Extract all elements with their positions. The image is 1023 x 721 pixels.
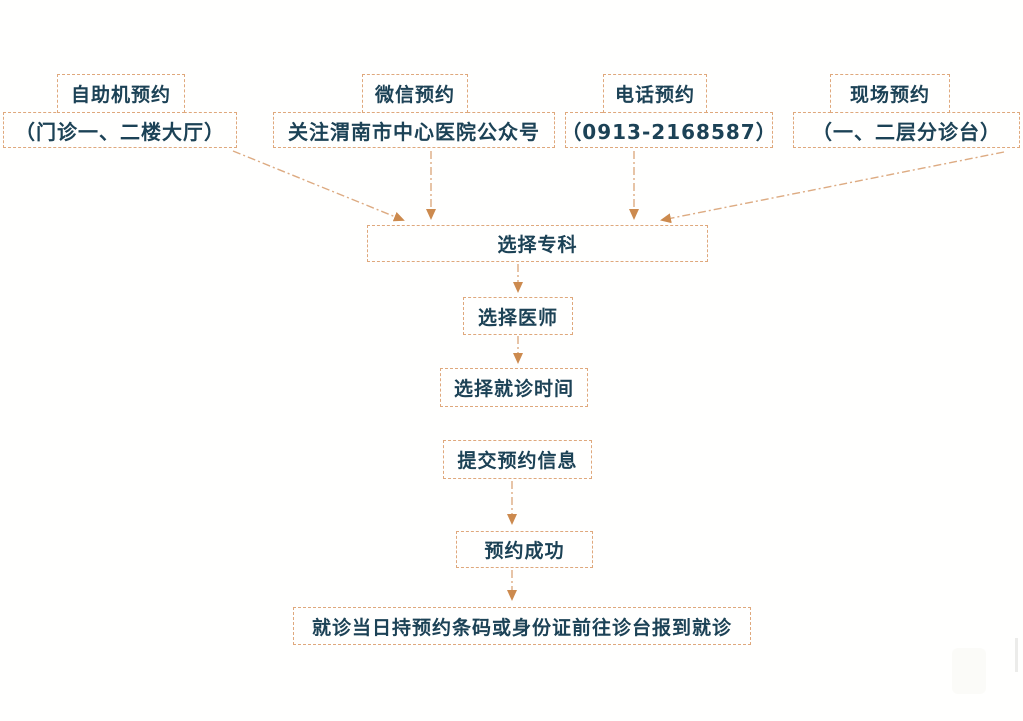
step-select-specialty: 选择专科	[367, 225, 708, 262]
step-success: 预约成功	[456, 531, 593, 568]
arrow-onsite-to-specialty	[660, 151, 1005, 224]
source-phone-subtitle: （0913-2168587）	[561, 112, 776, 148]
step-select-time: 选择就诊时间	[440, 368, 588, 407]
step-select-doctor: 选择医师	[463, 297, 573, 335]
edge-artifact	[1015, 638, 1018, 672]
step-checkin: 就诊当日持预约条码或身份证前往诊台报到就诊	[293, 607, 751, 645]
source-wechat-title: 微信预约	[362, 74, 468, 113]
source-phone-title: 电话预约	[603, 74, 707, 113]
arrow-selfservice-to-specialty	[232, 150, 405, 222]
source-onsite-title: 现场预约	[830, 74, 950, 113]
source-wechat-subtitle: 关注渭南市中心医院公众号	[273, 112, 555, 148]
source-selfservice-subtitle: （门诊一、二楼大厅）	[3, 112, 237, 148]
source-selfservice-title: 自助机预约	[57, 74, 185, 113]
step-submit-info: 提交预约信息	[443, 440, 592, 479]
watermark	[952, 648, 986, 694]
source-onsite-subtitle: （一、二层分诊台）	[793, 112, 1020, 148]
